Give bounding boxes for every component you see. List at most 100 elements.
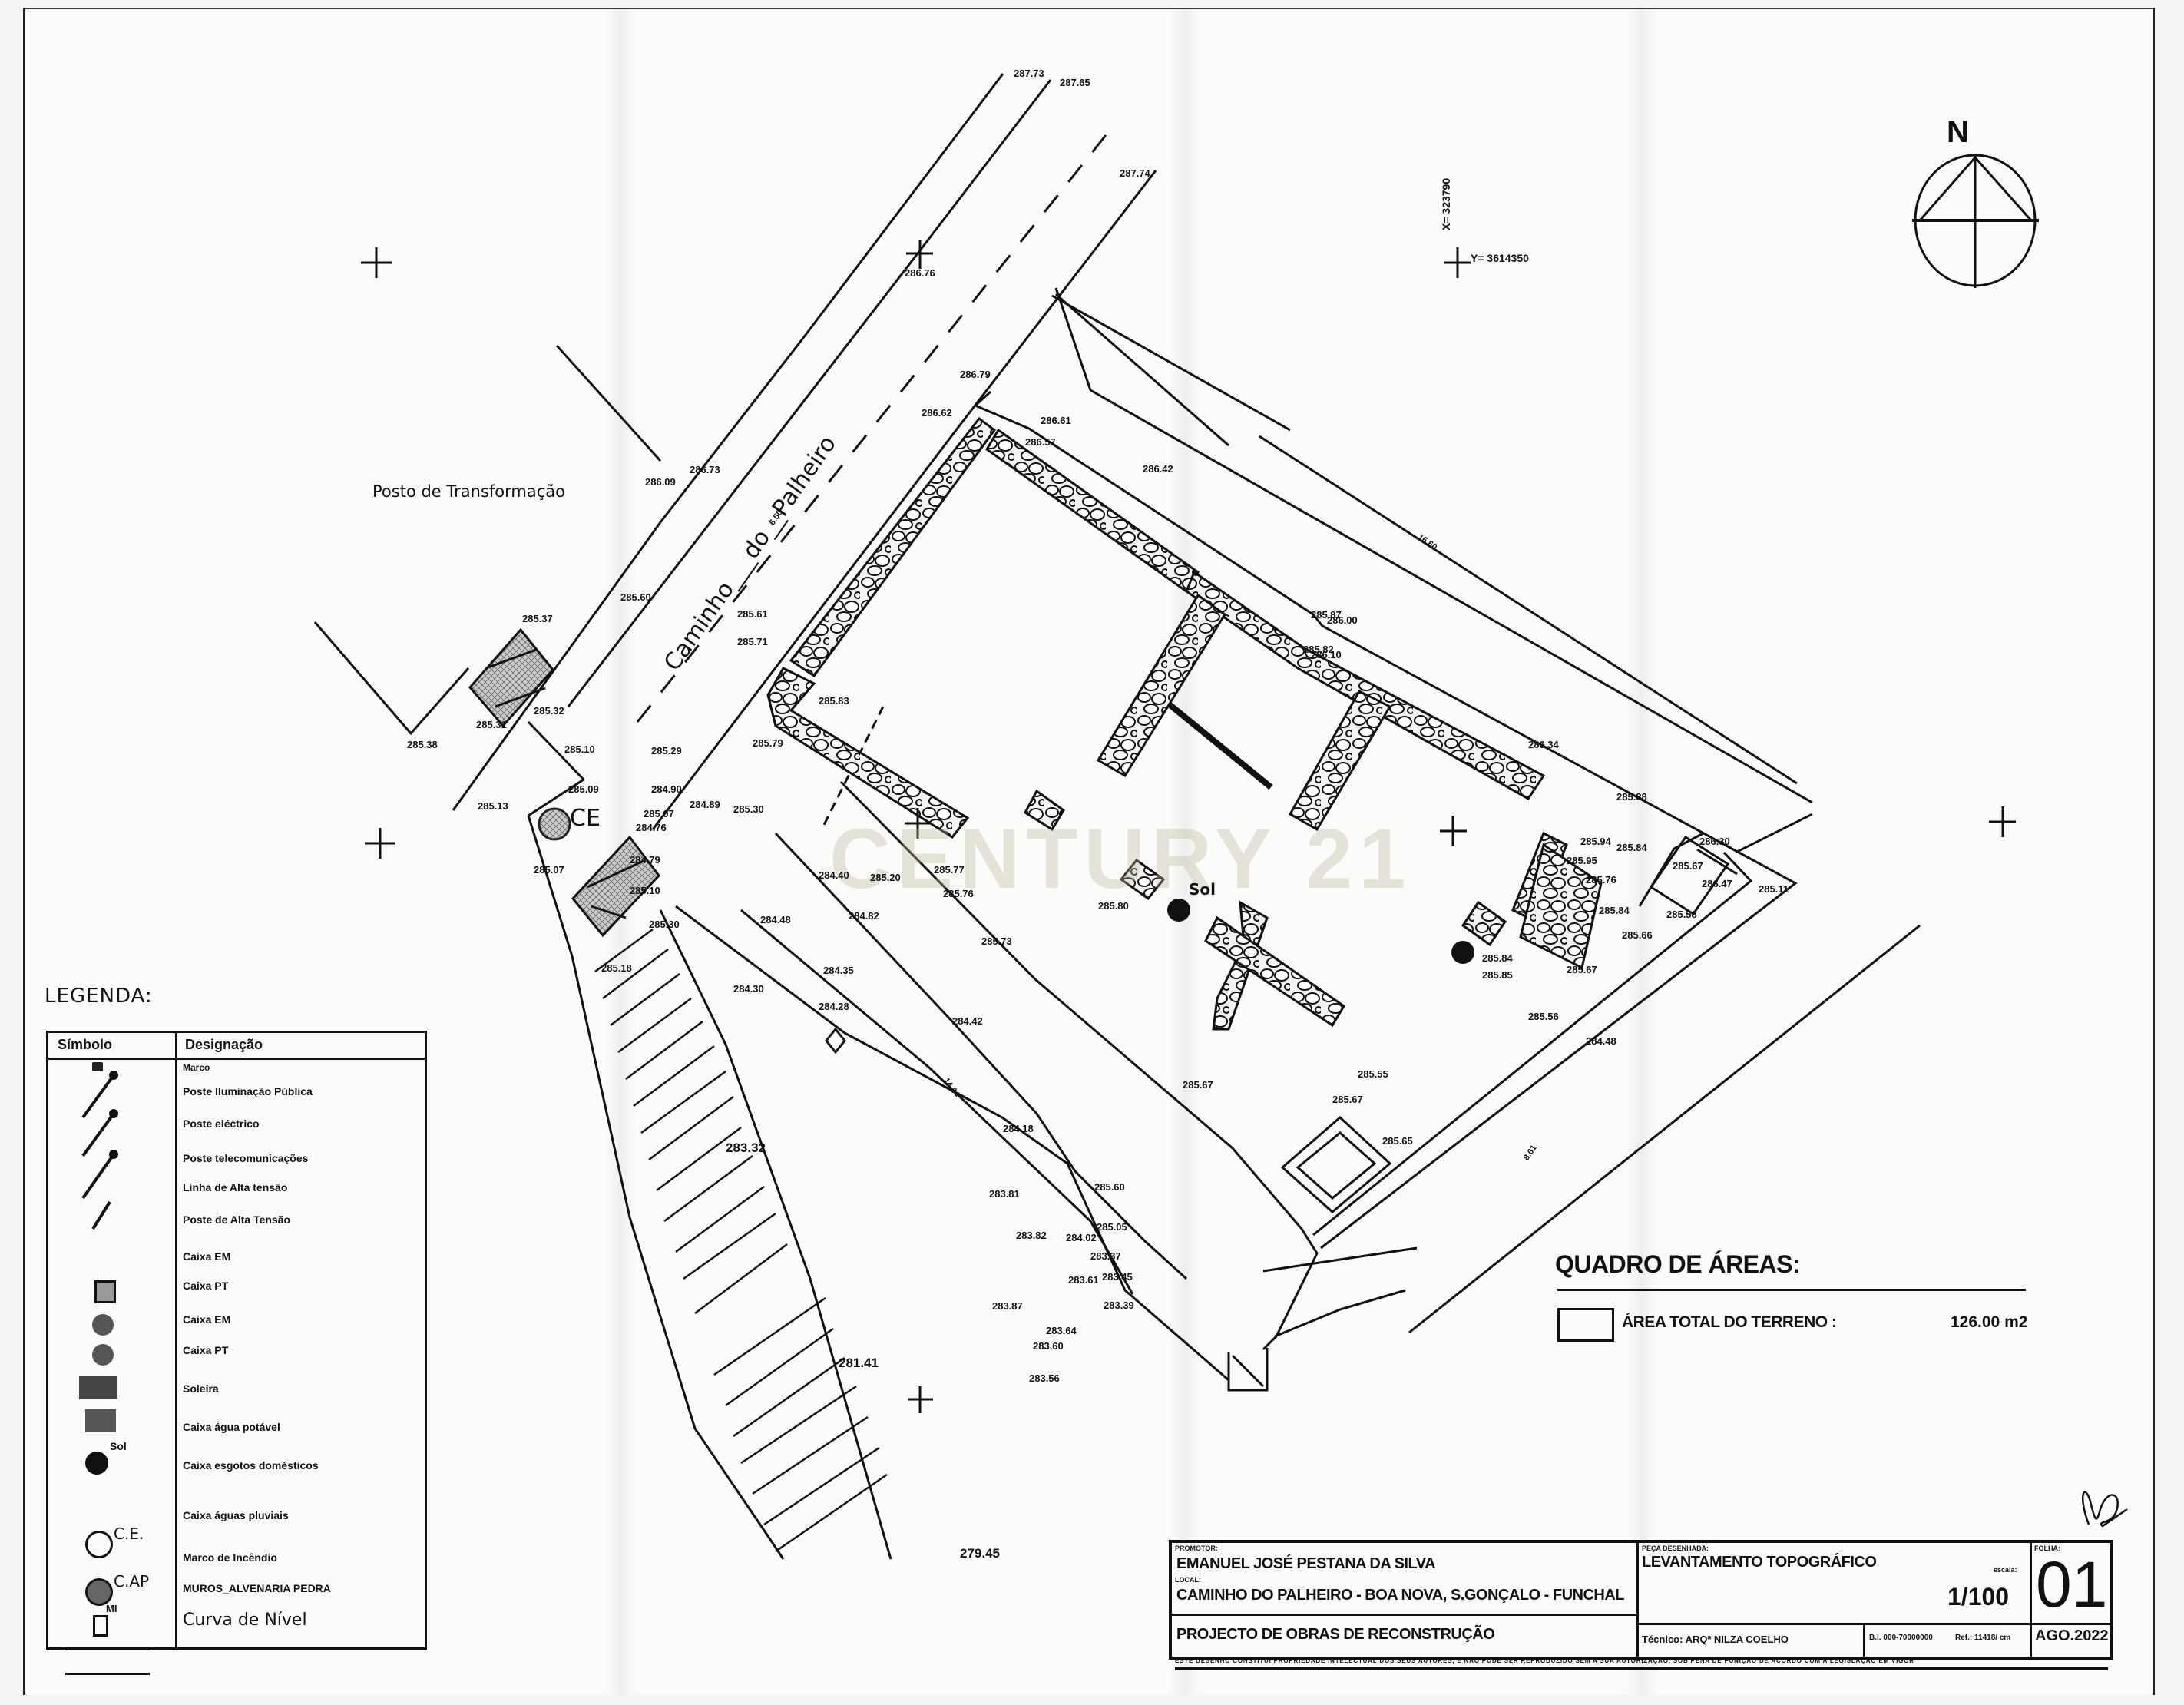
elevation-label: 285.87: [1311, 609, 1342, 621]
elevation-label: 285.10: [564, 743, 595, 755]
elevation-label: 286.62: [922, 407, 952, 419]
tb-divider: [1636, 1543, 1639, 1657]
local-caption: LOCAL:: [1175, 1576, 1201, 1584]
elevation-label: 285.55: [1358, 1068, 1388, 1080]
elevation-label: 285.67: [1332, 1094, 1363, 1105]
caixa-pt-round-icon: [92, 1344, 114, 1366]
legend-item: Linha de Alta tensão: [183, 1181, 288, 1194]
peca-caption: PEÇA DESENHADA:: [1642, 1544, 1709, 1552]
paper-fold: [1170, 9, 1200, 1695]
legend-item: Soleira: [183, 1382, 219, 1395]
elevation-label: 285.66: [1622, 929, 1653, 941]
legend-item: Curva de Nível: [183, 1611, 307, 1630]
elevation-label: 284.02: [1066, 1232, 1097, 1243]
elevation-label: 283.56: [1029, 1372, 1060, 1384]
elevation-label: 286.42: [1143, 463, 1173, 475]
poste-alta-tensao-icon: [94, 1280, 116, 1303]
scale-value: 1/100: [1947, 1583, 2010, 1611]
elevation-label: 286.61: [1041, 415, 1071, 426]
cap-symbol-text: C.AP: [114, 1572, 150, 1591]
elevation-label: 285.13: [478, 800, 508, 812]
legend-title: LEGENDA:: [45, 985, 153, 1008]
elevation-label: 283.32: [726, 1141, 766, 1155]
elevation-label: 285.67: [1567, 964, 1597, 975]
elevation-label: 285.95: [1567, 855, 1597, 866]
project-title: PROJECTO DE OBRAS DE RECONSTRUÇÃO: [1176, 1626, 1495, 1643]
caixa-aguas-pluviais-icon: [85, 1578, 113, 1606]
legend-item: Poste eléctrico: [183, 1117, 260, 1130]
elevation-label: 285.29: [651, 745, 682, 756]
elevation-label: 285.71: [737, 636, 768, 647]
mi-symbol-text: MI: [106, 1603, 117, 1614]
elevation-label: 285.31: [476, 719, 507, 730]
tb-divider: [2030, 1543, 2032, 1657]
elevation-label: 279.45: [960, 1546, 1000, 1561]
elevation-label: 286.09: [645, 476, 676, 488]
elevation-label: 284.28: [819, 1001, 849, 1012]
peca-value: LEVANTAMENTO TOPOGRÁFICO: [1642, 1554, 1877, 1571]
elevation-label: 283.64: [1046, 1325, 1077, 1336]
elevation-label: 285.37: [522, 613, 553, 624]
elevation-label: 285.76: [943, 888, 974, 899]
elevation-label: 285.11: [1759, 883, 1789, 895]
elevation-label: 283.39: [1104, 1299, 1134, 1311]
marco-icon: [92, 1062, 103, 1071]
elevation-label: 287.73: [1014, 68, 1044, 79]
elevation-label: 285.73: [981, 935, 1012, 947]
elevation-label: 285.84: [1482, 952, 1513, 964]
elevation-label: 285.60: [620, 591, 651, 603]
tecnico: Técnico: ARQª NILZA COELHO: [1642, 1634, 1789, 1645]
elevation-label: 281.41: [839, 1356, 879, 1370]
elevation-label: 286.47: [1702, 878, 1732, 889]
road-edge: [802, 73, 1004, 339]
legend-item: Marco de Incêndio: [183, 1551, 277, 1564]
elevation-label: 285.20: [870, 872, 901, 883]
elevation-label: 284.76: [636, 822, 667, 833]
legend-table: Símbolo Designação Sol C.E. C.AP MI Marc…: [46, 1031, 427, 1675]
date: AGO.2022: [2035, 1627, 2109, 1644]
legend-item: Poste de Alta Tensão: [183, 1213, 291, 1226]
legend-col-symbol: Símbolo: [58, 1037, 112, 1052]
elevation-label: 283.45: [1102, 1271, 1133, 1283]
elevation-label: 284.35: [823, 965, 854, 976]
posto-transformacao-label: Posto de Transformação: [372, 482, 565, 501]
legend-item: Caixa água potável: [183, 1421, 280, 1433]
legend-item: Poste telecomunicações: [183, 1152, 309, 1164]
elevation-label: 286.76: [905, 267, 935, 279]
elevation-label: 286.10: [1311, 649, 1342, 660]
elevation-label: 285.32: [534, 705, 564, 717]
reference: Ref.: 11418/ cm: [1955, 1634, 2011, 1642]
elevation-label: 285.38: [407, 739, 438, 750]
title-block: PROMOTOR: EMANUEL JOSÉ PESTANA DA SILVA …: [1169, 1540, 2113, 1660]
elevation-label: 285.84: [1599, 905, 1630, 916]
elevation-label: 283.82: [1016, 1230, 1047, 1241]
caixa-pt-rect-icon: [85, 1409, 116, 1432]
legend-item: Caixa EM: [183, 1313, 231, 1326]
promotor-name: EMANUEL JOSÉ PESTANA DA SILVA: [1176, 1555, 1436, 1572]
tb-divider: [1636, 1623, 2030, 1625]
legend-item: Caixa PT: [183, 1344, 229, 1356]
ce-symbol-text: C.E.: [114, 1525, 144, 1543]
coordinate-y: Y= 3614350: [1471, 252, 1529, 264]
elevation-label: 285.85: [1482, 969, 1513, 981]
drawing-sheet: [23, 8, 2155, 1695]
watermark: CENTURY 21: [829, 812, 1412, 906]
elevation-label: 285.05: [1097, 1221, 1127, 1233]
elevation-label: 286.00: [1327, 614, 1358, 626]
elevation-label: 285.76: [1586, 874, 1616, 886]
area-label: ÁREA TOTAL DO TERRENO :: [1622, 1313, 1837, 1331]
elevation-label: 285.67: [1183, 1079, 1213, 1091]
promotor-caption: PROMOTOR:: [1175, 1544, 1218, 1552]
paper-fold: [1626, 9, 1657, 1695]
elevation-label: 285.56: [1528, 1011, 1559, 1022]
sheet-number: 01: [2036, 1548, 2108, 1621]
bi-number: B.I. 000-70000000: [1869, 1634, 1933, 1642]
ce-label: CE: [570, 805, 601, 832]
caixa-em-round-icon: [92, 1314, 114, 1336]
soleira-label: Sol: [1189, 880, 1216, 899]
legend-column-divider: [175, 1033, 177, 1647]
elevation-label: 284.90: [651, 783, 682, 795]
tb-divider: [1863, 1623, 1865, 1657]
elevation-label: 285.80: [1098, 900, 1129, 912]
legend-header: [48, 1033, 425, 1060]
